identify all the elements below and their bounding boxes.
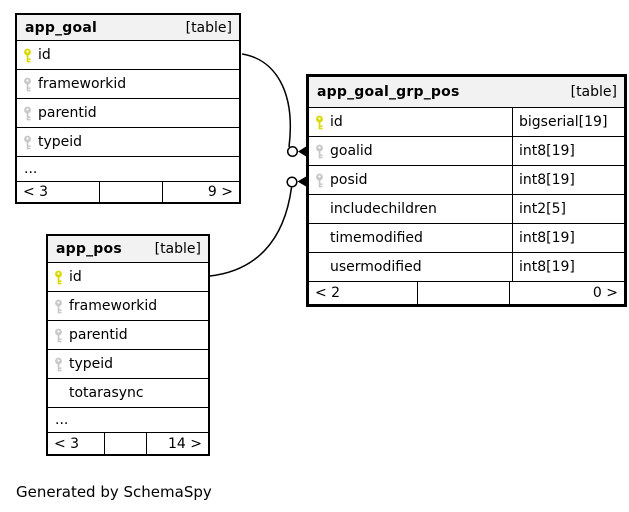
generated-by-note: Generated by SchemaSpy [16, 483, 212, 501]
table-row: typeid [17, 127, 239, 156]
odot-connector-icon [286, 176, 298, 188]
column-type: int8[19] [512, 253, 624, 281]
column-name: frameworkid [69, 298, 158, 314]
table-row: id bigserial[19] [309, 107, 624, 136]
column-type: int8[19] [512, 137, 624, 165]
table-tag: [table] [570, 84, 617, 100]
table-header-app_goal[interactable]: app_goal [table] [17, 15, 239, 40]
table-app_goal_grp_pos: app_goal_grp_pos [table] id bigserial[19… [306, 74, 627, 307]
foreign-key-icon [315, 173, 324, 188]
column-type: int8[19] [512, 224, 624, 252]
no-key-spacer [315, 260, 324, 275]
footer-middle-cell [105, 433, 147, 454]
table-row: totarasync [48, 378, 208, 407]
foreign-key-icon [54, 299, 63, 314]
primary-key-icon [23, 48, 32, 63]
table-footer: < 2 0 > [309, 281, 624, 304]
no-key-spacer [315, 202, 324, 217]
table-app_pos: app_pos [table] id frameworkid parentid … [46, 234, 210, 456]
table-row: id [48, 262, 208, 291]
primary-key-icon [54, 270, 63, 285]
table-row: usermodified int8[19] [309, 252, 624, 281]
column-name: includechildren [330, 201, 437, 217]
table-name[interactable]: app_goal_grp_pos [317, 84, 460, 100]
foreign-key-icon [315, 144, 324, 159]
table-footer: < 3 14 > [48, 432, 208, 454]
table-row: posid int8[19] [309, 165, 624, 194]
parents-count: 0 > [592, 285, 618, 301]
table-tag: [table] [185, 19, 232, 36]
table-row: parentid [17, 98, 239, 127]
table-footer: < 3 9 > [17, 181, 239, 202]
column-name: posid [330, 172, 368, 188]
children-count: < 3 [48, 433, 105, 454]
odot-connector-icon [286, 145, 299, 158]
column-name: id [69, 269, 82, 285]
column-name: goalid [330, 143, 373, 159]
no-key-spacer [54, 386, 63, 401]
children-count: < 2 [309, 282, 418, 304]
foreign-key-icon [23, 106, 32, 121]
table-row: typeid [48, 349, 208, 378]
column-name: usermodified [330, 259, 422, 275]
column-name: id [38, 47, 51, 63]
foreign-key-icon [23, 135, 32, 150]
table-row: frameworkid [48, 291, 208, 320]
parents-count: 14 > [168, 435, 202, 452]
more-columns-ellipsis: ... [48, 407, 208, 432]
table-row: id [17, 40, 239, 69]
foreign-key-icon [23, 77, 32, 92]
column-name: typeid [69, 356, 114, 372]
relationship-app_goal-id-to-goalid [241, 53, 307, 158]
primary-key-icon [315, 115, 324, 130]
foreign-key-icon [54, 357, 63, 372]
table-row: goalid int8[19] [309, 136, 624, 165]
footer-middle-cell [100, 182, 163, 202]
column-type: int2[5] [512, 195, 624, 223]
table-row: timemodified int8[19] [309, 223, 624, 252]
table-row: includechildren int2[5] [309, 194, 624, 223]
column-type: bigserial[19] [512, 108, 624, 136]
foreign-key-icon [54, 328, 63, 343]
parents-count: 9 > [207, 184, 233, 200]
table-name[interactable]: app_goal [25, 19, 97, 36]
more-columns-ellipsis: ... [17, 156, 239, 181]
table-app_goal: app_goal [table] id frameworkid parentid… [15, 13, 241, 204]
column-type: int8[19] [512, 166, 624, 194]
table-row: frameworkid [17, 69, 239, 98]
column-name: id [330, 114, 343, 130]
column-name: timemodified [330, 230, 423, 246]
column-name: parentid [38, 105, 97, 121]
table-name[interactable]: app_pos [56, 241, 122, 257]
children-count: < 3 [17, 182, 100, 202]
column-name: frameworkid [38, 76, 127, 92]
column-name: typeid [38, 134, 83, 150]
table-row: parentid [48, 320, 208, 349]
table-header-app_goal_grp_pos[interactable]: app_goal_grp_pos [table] [309, 77, 624, 107]
table-tag: [table] [154, 241, 201, 257]
table-header-app_pos[interactable]: app_pos [table] [48, 236, 208, 262]
footer-middle-cell [418, 282, 510, 304]
no-key-spacer [315, 231, 324, 246]
column-name: parentid [69, 327, 128, 343]
column-name: totarasync [69, 385, 144, 401]
